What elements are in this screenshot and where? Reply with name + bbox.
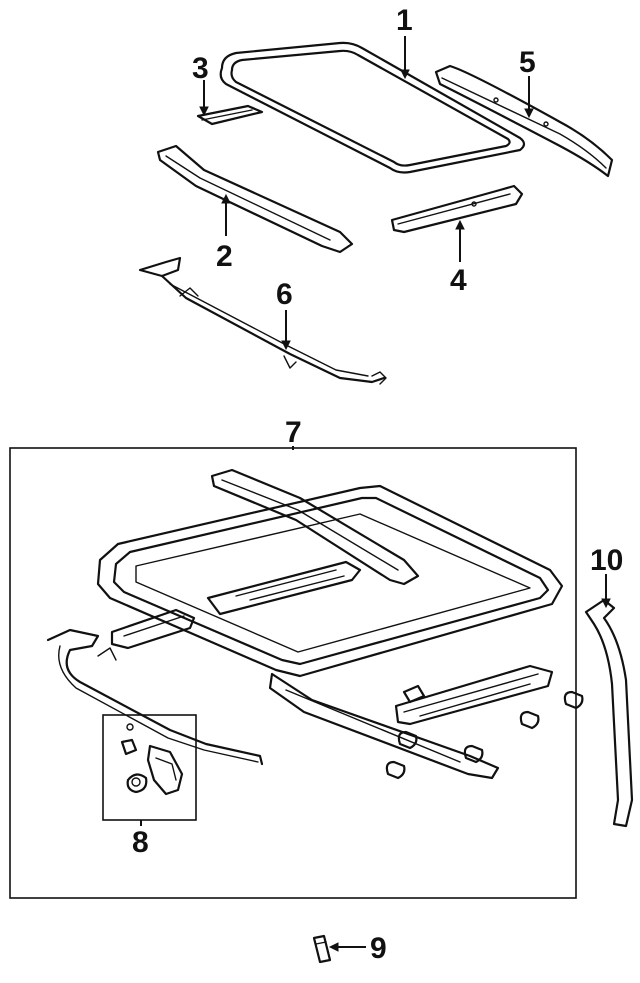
- callout-10: 10: [590, 544, 623, 577]
- callout-3: 3: [192, 52, 209, 85]
- part-4-rear-rail: [390, 184, 524, 234]
- part-7-sunroof-frame: [46, 468, 584, 780]
- callout-5: 5: [519, 46, 536, 79]
- callout-6: 6: [276, 278, 293, 311]
- part-8-motor: [120, 723, 184, 796]
- part-3-front-bracket: [196, 104, 264, 126]
- callout-1: 1: [396, 4, 413, 37]
- callout-4: 4: [450, 264, 467, 297]
- assembly-8-box: [102, 714, 197, 821]
- part-6-drain-guide: [138, 256, 387, 385]
- callout-9: 9: [370, 932, 387, 965]
- part-1-glass-panel: [219, 41, 526, 174]
- part-9-drain-clip: [312, 934, 332, 964]
- part-2-front-rail: [156, 144, 354, 254]
- callout-7: 7: [285, 416, 302, 449]
- part-5-side-rail: [434, 64, 614, 178]
- callout-2: 2: [216, 240, 233, 273]
- callout-8: 8: [132, 826, 149, 859]
- part-10-drain-hose: [584, 598, 634, 828]
- assembly-7-box: [9, 447, 577, 899]
